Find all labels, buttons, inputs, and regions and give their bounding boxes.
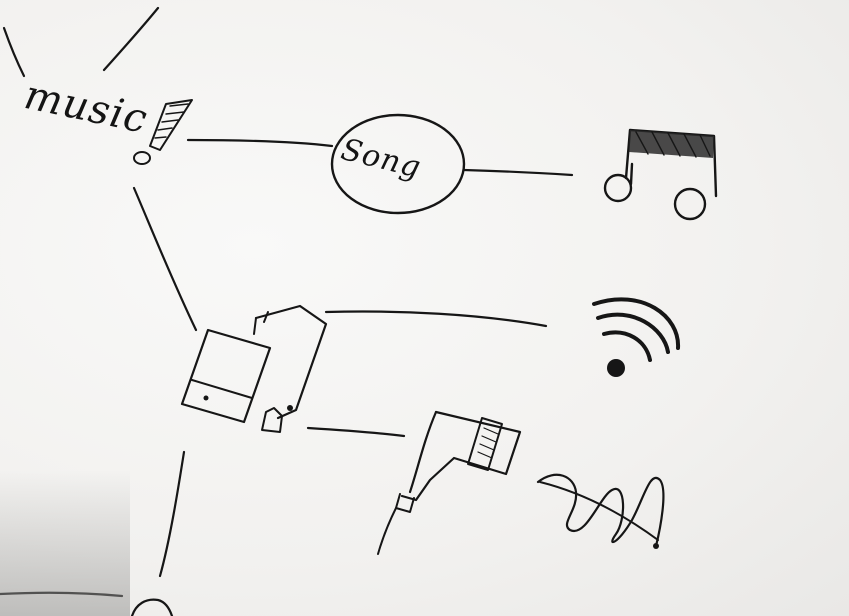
connector-music-to-song (188, 140, 332, 146)
connector-top-right (104, 8, 158, 70)
connector-top-left (4, 28, 24, 76)
shadow-overlay (0, 470, 130, 616)
connector-phone-down (160, 452, 184, 576)
connector-phone-to-wifi (326, 312, 546, 326)
connector-music-to-phone (134, 188, 196, 330)
sound-wave-icon (538, 475, 663, 549)
connector-song-to-note (464, 170, 572, 175)
music-note-icon (605, 130, 716, 219)
connector-phone-to-earphone (308, 428, 404, 436)
earphone-icon (378, 412, 520, 554)
connector-bottom-partial (132, 600, 172, 616)
wifi-icon (594, 299, 678, 377)
phone-icon (182, 306, 326, 432)
